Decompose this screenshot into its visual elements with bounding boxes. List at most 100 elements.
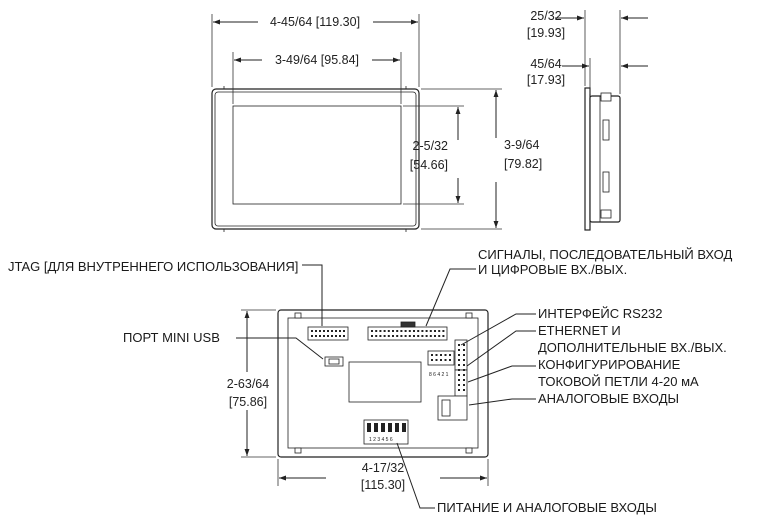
connector-pin bbox=[379, 330, 382, 332]
connector-pin bbox=[449, 354, 451, 356]
jtag-pins bbox=[311, 330, 345, 337]
dim-screen-width: 3-49/64 [95.84] bbox=[232, 52, 402, 104]
connector-pin bbox=[421, 330, 424, 332]
callout-current-loop: КОНФИГУРИРОВАНИЕ ТОКОВОЙ ПЕТЛИ 4-20 мА bbox=[467, 357, 699, 389]
signals-header-key bbox=[400, 321, 416, 328]
terminal-pin-numbers: 1 2 3 4 5 6 bbox=[369, 437, 393, 443]
connector-pin bbox=[425, 330, 428, 332]
connector-pin bbox=[396, 330, 399, 332]
connector-pin bbox=[339, 330, 341, 332]
jumper-pins bbox=[431, 354, 451, 361]
callout-mini-usb: ПОРТ MINI USB bbox=[123, 330, 324, 360]
jtag-header bbox=[307, 326, 349, 341]
connector-pin bbox=[331, 335, 333, 337]
rear-width-frac: 4-17/32 bbox=[362, 461, 404, 475]
connector-pin bbox=[463, 364, 465, 366]
connector-pin bbox=[458, 349, 460, 351]
connector-pin bbox=[404, 330, 407, 332]
config-jumper-block bbox=[427, 350, 455, 366]
connector-pin bbox=[429, 335, 432, 337]
connector-pin bbox=[408, 335, 411, 337]
callout-signals: СИГНАЛЫ, ПОСЛЕДОВАТЕЛЬНЫЙ ВХОД И ЦИФРОВЫ… bbox=[425, 247, 732, 327]
connector-pin bbox=[463, 369, 465, 371]
connector-pin bbox=[375, 335, 378, 337]
connector-pin bbox=[458, 384, 460, 386]
callout-ethernet: ETHERNET И ДОПОЛНИТЕЛЬНЫЕ ВХ./ВЫХ. bbox=[466, 323, 727, 367]
signals-pins bbox=[371, 330, 445, 337]
display-screen bbox=[232, 105, 402, 205]
connector-pin bbox=[383, 335, 386, 337]
connector-pin bbox=[343, 330, 345, 332]
callout-power: ПИТАНИЕ И АНАЛОГОВЫЕ ВХОДЫ bbox=[396, 442, 657, 515]
connector-pin bbox=[408, 330, 411, 332]
connector-pin bbox=[311, 330, 313, 332]
connector-pin bbox=[463, 359, 465, 361]
side-clip-top bbox=[600, 92, 612, 102]
signals-label-line1: СИГНАЛЫ, ПОСЛЕДОВАТЕЛЬНЫЙ ВХОД bbox=[478, 247, 732, 262]
connector-pin bbox=[395, 423, 399, 432]
connector-pin bbox=[458, 354, 460, 356]
connector-pin bbox=[327, 335, 329, 337]
connector-pin bbox=[339, 335, 341, 337]
connector-pin bbox=[379, 335, 382, 337]
connector-pin bbox=[413, 335, 415, 337]
connector-pin bbox=[331, 330, 333, 332]
current-loop-label-line1: КОНФИГУРИРОВАНИЕ bbox=[538, 357, 681, 372]
rear-tab-bottom-right bbox=[465, 447, 473, 454]
dim-front-height: 3-9/64 [79.82] bbox=[421, 88, 542, 230]
connector-pin bbox=[374, 423, 378, 432]
rear-tab-top-right bbox=[465, 312, 473, 319]
ethernet-label-line2: ДОПОЛНИТЕЛЬНЫЕ ВХ./ВЫХ. bbox=[538, 340, 727, 355]
connector-pin bbox=[404, 335, 407, 337]
rear-height-mm: [75.86] bbox=[229, 395, 267, 409]
rear-height-frac: 2-63/64 bbox=[227, 377, 269, 391]
dim-screen-height: 2-5/32 [54.66] bbox=[403, 105, 464, 205]
rear-width-mm: [115.30] bbox=[361, 478, 405, 492]
connector-pin bbox=[421, 335, 424, 337]
rear-housing bbox=[277, 309, 489, 458]
connector-pin bbox=[438, 335, 441, 337]
connector-pin bbox=[458, 344, 460, 346]
connector-pin bbox=[392, 335, 394, 337]
connector-pin bbox=[458, 364, 460, 366]
ethernet-connector bbox=[454, 369, 468, 397]
connector-pin bbox=[442, 335, 445, 337]
mini-usb-label: ПОРТ MINI USB bbox=[123, 330, 220, 345]
connector-pin bbox=[438, 330, 441, 332]
dim-depth-body: 45/64 [17.93] bbox=[527, 57, 648, 94]
connector-pin bbox=[311, 335, 313, 337]
connector-pin bbox=[463, 344, 465, 346]
depth-body-frac: 45/64 bbox=[530, 57, 561, 71]
screen-height-mm: [54.66] bbox=[410, 158, 448, 172]
jumper-pin-numbers: 8 6 4 2 1 bbox=[429, 372, 449, 378]
callout-jtag: JTAG [ДЛЯ ВНУТРЕННЕГО ИСПОЛЬЗОВАНИЯ] bbox=[8, 259, 323, 326]
side-connector-upper bbox=[602, 119, 610, 141]
connector-pin bbox=[335, 335, 337, 337]
side-housing bbox=[589, 95, 621, 223]
rear-view: 8 6 4 2 1 1 2 3 4 5 6 bbox=[277, 309, 489, 458]
jtag-label: JTAG [ДЛЯ ВНУТРЕННЕГО ИСПОЛЬЗОВАНИЯ] bbox=[8, 259, 298, 274]
connector-pin bbox=[440, 359, 442, 361]
connector-pin bbox=[387, 330, 390, 332]
connector-pin bbox=[392, 330, 394, 332]
signals-header bbox=[367, 326, 448, 341]
current-loop-label-line2: ТОКОВОЙ ПЕТЛИ 4-20 мА bbox=[538, 374, 699, 389]
connector-pin bbox=[375, 330, 378, 332]
connector-pin bbox=[435, 354, 438, 356]
front-bezel-inner bbox=[214, 91, 417, 227]
rear-tab-top-left bbox=[294, 312, 302, 319]
connector-pin bbox=[434, 330, 436, 332]
connector-pin bbox=[440, 354, 442, 356]
connector-pin bbox=[367, 423, 371, 432]
connector-pin bbox=[444, 359, 447, 361]
connector-pin bbox=[381, 423, 385, 432]
connector-pin bbox=[315, 330, 317, 332]
connector-pin bbox=[417, 330, 420, 332]
connector-pin bbox=[463, 374, 465, 376]
signals-label-line2: И ЦИФРОВЫЕ ВХ./ВЫХ. bbox=[478, 262, 627, 277]
front-height-frac: 3-9/64 bbox=[504, 138, 539, 152]
connector-pin bbox=[388, 423, 392, 432]
front-height-mm: [79.82] bbox=[504, 157, 542, 171]
connector-pin bbox=[463, 354, 465, 356]
